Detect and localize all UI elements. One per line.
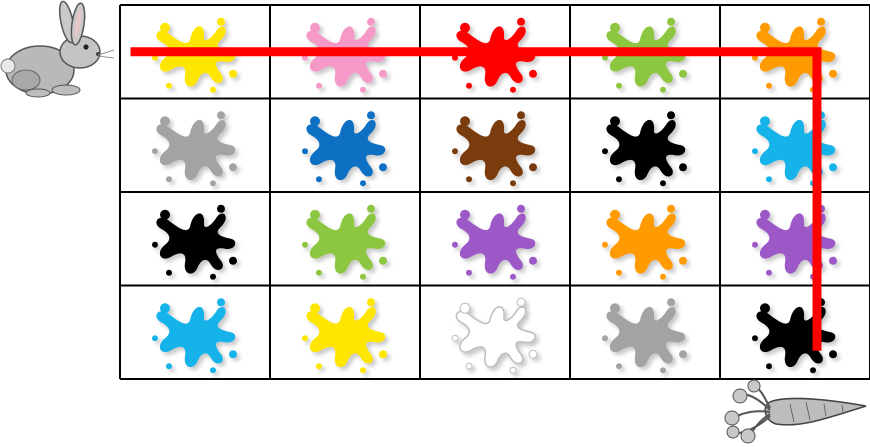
rabbit-icon <box>1 0 114 97</box>
color-grid <box>120 5 870 379</box>
carrot-icon <box>725 380 866 443</box>
